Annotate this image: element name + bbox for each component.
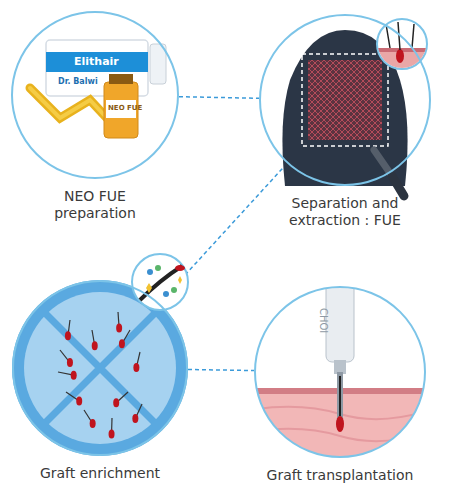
step-label: Graft transplantation xyxy=(254,467,426,484)
step-label: NEO FUE preparation xyxy=(30,188,160,222)
dish-illustration xyxy=(12,280,188,456)
step-circle: Graft transplantation xyxy=(254,286,426,484)
circle-outline xyxy=(12,280,188,456)
step-circle: NEO FUE preparation xyxy=(11,11,179,222)
implanter-illustration xyxy=(250,278,430,478)
circle-outline xyxy=(11,11,179,179)
step-circle: Separation and extraction : FUE xyxy=(259,14,431,229)
enrichment-icon xyxy=(132,254,188,310)
circle-outline xyxy=(259,14,431,186)
product-text: NEO FUE xyxy=(108,105,142,112)
product-text: Elithair xyxy=(74,56,119,67)
dashed-connector xyxy=(179,97,259,99)
dashed-connector xyxy=(188,369,254,370)
step-label: Separation and extraction : FUE xyxy=(270,195,420,229)
step-label: Graft enrichment xyxy=(12,465,188,482)
product-text: Dr. Balwi xyxy=(58,78,98,86)
head-illustration xyxy=(259,14,431,196)
product-illustration xyxy=(11,11,179,179)
circle-outline xyxy=(254,286,426,458)
product-text: CHOI xyxy=(318,308,328,333)
step-circle: Graft enrichment xyxy=(12,280,188,482)
